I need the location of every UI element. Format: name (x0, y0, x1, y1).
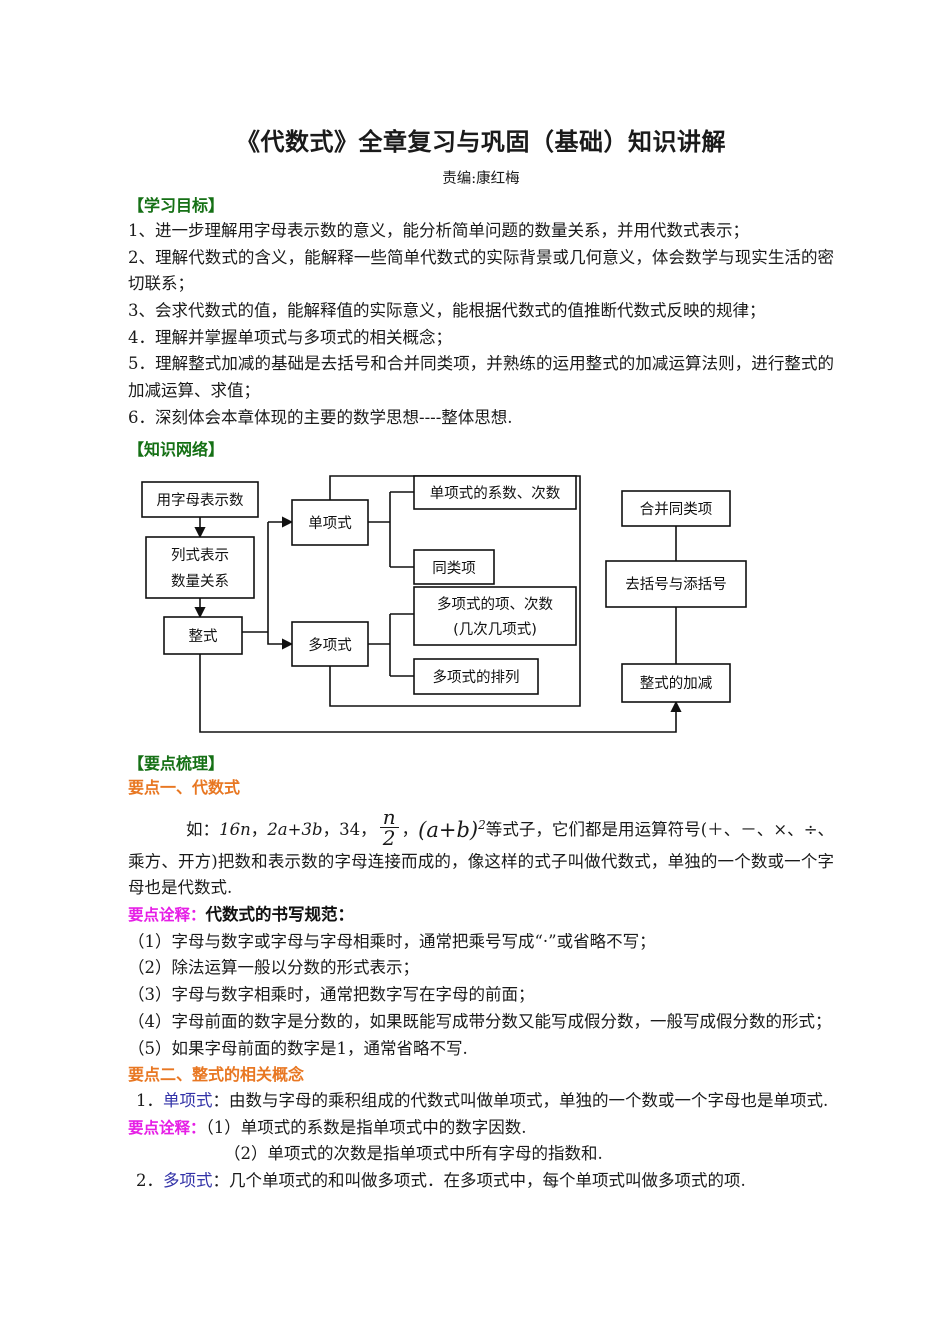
objective-item: 2、理解代数式的含义，能解释一些简单代数式的实际背景或几何意义，体会数学与现实生… (128, 247, 834, 294)
diagram-node-n6 (413, 475, 577, 511)
objective-item: 1、进一步理解用字母表示数的意义，能分析简单问题的数量关系，并用代数式表示； (128, 220, 749, 240)
diagram-node-n11-label: 去括号与添括号 (625, 576, 727, 593)
annotation-label: 要点诠释： (128, 904, 206, 924)
diagram-node-n7-label: 同类项 (432, 560, 476, 577)
objective-item: 4．理解并掌握单项式与多项式的相关概念； (128, 327, 452, 347)
edge-n3-n12 (199, 654, 682, 734)
power-base: (a+b) (418, 818, 479, 843)
fraction-numerator: n (382, 804, 396, 829)
diagram-node-n11 (605, 560, 747, 609)
diagram-node-n1 (141, 481, 259, 519)
diagram-node-n1-label: 用字母表示数 (157, 492, 244, 509)
edge-outer-loop (329, 475, 581, 708)
diagram-node-n10-label: 合并同类项 (640, 501, 713, 518)
diagram-node-n9-label: 多项式的排列 (433, 669, 520, 686)
formula-lead: 如： (186, 819, 220, 839)
diagram-node-n5 (291, 621, 369, 668)
section-heading-network: 【知识网络】 (128, 439, 225, 459)
diagram-node-n6-label: 单项式的系数、次数 (430, 485, 561, 502)
annotation-line-2-row: （2）单项式的次数是指单项式中所有字母的指数和. (128, 1141, 834, 1168)
fraction-denominator: 2 (379, 827, 399, 849)
objective-item: 6．深刻体会本章体现的主要的数学思想----整体思想. (128, 407, 513, 427)
writing-rule-item: （5）如果字母前面的数字是1，通常省略不写. (128, 1038, 468, 1058)
writing-rule-item: （3）字母与数字相乘时，通常把数字写在字母的前面； (128, 985, 535, 1005)
diagram-node-n3-label: 整式 (189, 628, 218, 645)
annotation-line-2: （2）单项式的次数是指单项式中所有字母的指数和. (224, 1144, 603, 1164)
annotation-label: 要点诠释： (128, 1117, 206, 1137)
diagram-node-n9 (413, 658, 539, 696)
diagram-node-n8 (413, 586, 577, 647)
monomial-text: ：由数与字母的乘积组成的代数式叫做单项式，单独的一个数或一个字母也是单项式. (212, 1090, 829, 1110)
monomial-number: 1． (136, 1090, 163, 1110)
diagram-node-n12-label: 整式的加减 (640, 675, 713, 692)
diagram-node-n4 (291, 499, 369, 547)
diagram-node-n8-label-line2: (几次几项式) (453, 621, 537, 638)
page-content: 《代数式》全章复习与巩固（基础）知识讲解 责编:康红梅 【学习目标】 1、进一步… (128, 0, 834, 1195)
page-title: 《代数式》全章复习与巩固（基础）知识讲解 (236, 127, 726, 156)
diagram-node-n5-label: 多项式 (308, 637, 352, 654)
writing-rule-item: （2）除法运算一般以分数的形式表示； (128, 958, 419, 978)
annotation-paragraph-writing: 要点诠释：代数式的书写规范： (128, 902, 834, 929)
section-heading-point-one: 要点一、代数式 (128, 778, 241, 798)
monomial-definition: 1．单项式：由数与字母的乘积组成的代数式叫做单项式，单独的一个数或一个字母也是单… (128, 1088, 834, 1115)
diagram-node-n8-label-line1: 多项式的项、次数 (437, 596, 553, 613)
formula-item-3: 34 (339, 819, 361, 839)
diagram-node-n10 (621, 490, 731, 528)
section-heading-review: 【要点梳理】 (128, 754, 225, 774)
formula-item-1: 16n (219, 819, 251, 839)
polynomial-term: 多项式 (163, 1171, 213, 1191)
writing-rule-item: （1）字母与数字或字母与字母相乘时，通常把乘号写成“·”或省略不写； (128, 931, 656, 951)
monomial-term: 单项式 (163, 1090, 213, 1110)
annotation-line-1: （1）单项式的系数是指单项式中的数字因数. (205, 1117, 527, 1137)
diagram-node-n12 (621, 663, 731, 704)
diagram-node-n7 (413, 549, 495, 586)
diagram-node-n2-label-line2: 数量关系 (171, 573, 229, 590)
objective-item: 3、会求代数式的值，能解释值的实际意义，能根据代数式的值推断代数式反映的规律； (128, 300, 766, 320)
annotation-paragraph-monomial: 要点诠释：（1）单项式的系数是指单项式中的数字因数. (128, 1115, 834, 1142)
formula-tail: 等式子，它们都是用运算符号(＋、－、×、÷、乘方、开方)把数和表示数的字母连接而… (128, 819, 835, 898)
diagram-node-n4-label: 单项式 (308, 515, 352, 532)
byline: 责编:康红梅 (442, 171, 520, 187)
diagram-node-n3 (163, 616, 243, 656)
annotation-title: 代数式的书写规范： (205, 904, 355, 924)
polynomial-text: ：几个单项式的和叫做多项式．在多项式中，每个单项式叫做多项式的项. (212, 1171, 746, 1191)
power-expression: (a+b)2 (418, 818, 486, 842)
polynomial-number: 2． (136, 1171, 163, 1191)
edge-bus-n5 (267, 632, 294, 650)
section-heading-point-two: 要点二、整式的相关概念 (128, 1065, 305, 1085)
polynomial-definition: 2．多项式：几个单项式的和叫做多项式．在多项式中，每个单项式叫做多项式的项. (128, 1168, 834, 1195)
knowledge-network-diagram: 用字母表示数 列式表示 数量关系 整式 单项式 多项式 单项式的系数、次数 (128, 464, 834, 746)
power-exponent: 2 (478, 818, 486, 833)
objective-item: 5．理解整式加减的基础是去括号和合并同类项，并熟练的运用整式的加减运算法则，进行… (128, 354, 834, 401)
diagram-node-n2 (145, 536, 255, 600)
diagram-node-n2-label-line1: 列式表示 (171, 547, 229, 564)
section-heading-objectives: 【学习目标】 (128, 196, 225, 215)
writing-rule-item: （4）字母前面的数字是分数的，如果既能写成带分数又能写成假分数，一般写成假分数的… (128, 1011, 832, 1031)
formula-item-2: 2a+3b (267, 819, 323, 839)
